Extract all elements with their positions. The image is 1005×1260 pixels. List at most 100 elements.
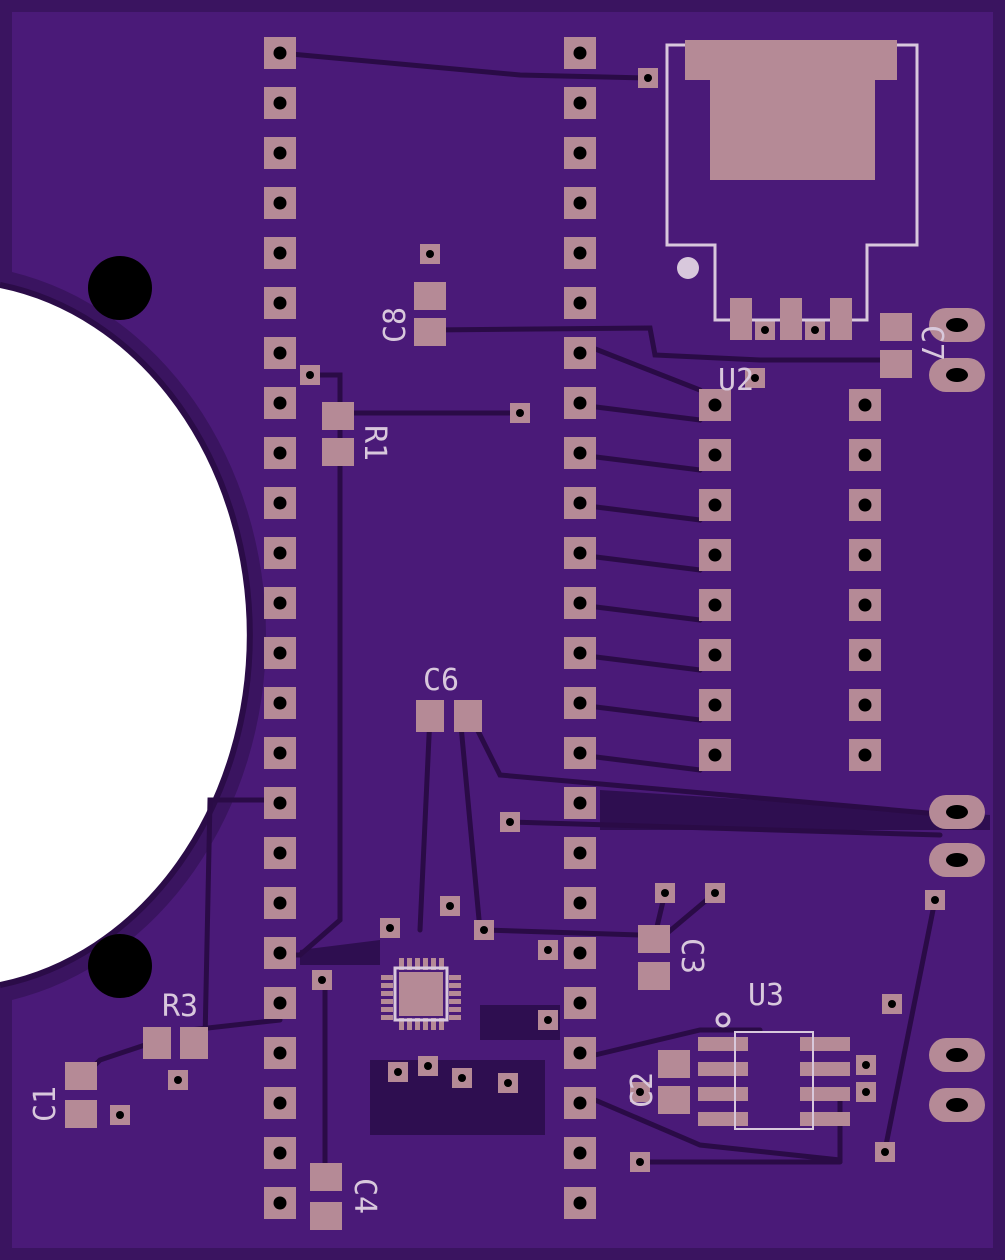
header-j1-pin-19-drill [273, 946, 287, 960]
header-j2-pin-23-drill [573, 1146, 587, 1160]
via-11-drill [931, 896, 939, 904]
label-c3: C3 [674, 938, 709, 974]
qfn-pad-bottom-6 [439, 1018, 444, 1030]
label-c4: C4 [347, 1178, 382, 1214]
header-j2-pin-19-drill [573, 946, 587, 960]
header-j2-pin-17-drill [573, 846, 587, 860]
u2-socket-right-pin-4-drill [858, 548, 872, 562]
via-20-drill [862, 1088, 870, 1096]
header-j2-pin-20-drill [573, 996, 587, 1010]
trace-via-right [507, 819, 943, 838]
header-j1-pin-23-drill [273, 1146, 287, 1160]
label-r1: R1 [357, 425, 392, 461]
edge-pad-1-drill [946, 318, 968, 332]
trace-right-vert [882, 897, 938, 1153]
u3-pin1-marker [715, 1012, 731, 1028]
mounting-hole-bottom [88, 934, 152, 998]
label-c1: C1 [28, 1086, 63, 1122]
header-j1-pin-3-drill [273, 146, 287, 160]
u2-socket-right-pin-3-drill [858, 498, 872, 512]
via-27-drill [116, 1111, 124, 1119]
u2-socket-left-pin-4-drill [708, 548, 722, 562]
c6-pad-2 [454, 700, 482, 732]
via-29-drill [881, 1148, 889, 1156]
via-24-drill [458, 1074, 466, 1082]
header-j1-pin-13-drill [273, 646, 287, 660]
header-j2-pin-15-drill [573, 746, 587, 760]
qfn-pad-right-3 [449, 991, 461, 996]
header-j1-pin-21-drill [273, 1046, 287, 1060]
via-19-drill [862, 1061, 870, 1069]
qfn-pad-left-6 [381, 1015, 393, 1020]
via-26-drill [174, 1076, 182, 1084]
via-17-drill [544, 1016, 552, 1024]
qfn-pad-right-4 [449, 999, 461, 1004]
u2-socket-left-pin-1-drill [708, 398, 722, 412]
u3-pad-right-3 [800, 1087, 850, 1101]
label-u3: U3 [748, 978, 784, 1013]
trace-c6-left [417, 712, 433, 933]
trace-c6-right [467, 712, 953, 818]
header-j1-pin-10-drill [273, 496, 287, 510]
header-j1-pin-12-drill [273, 596, 287, 610]
trace-top [277, 50, 651, 81]
header-j2-pin-14-drill [573, 696, 587, 710]
r1-pad-1 [322, 402, 354, 430]
via-12-drill [386, 924, 394, 932]
header-j1-pin-8-drill [273, 396, 287, 410]
label-c7: C7 [914, 325, 949, 361]
c4-pad-1 [310, 1163, 342, 1191]
header-j2-pin-7-drill [573, 346, 587, 360]
u2-socket-right-pin-2-drill [858, 448, 872, 462]
header-j2-pin-18-drill [573, 896, 587, 910]
qfn-pad-top-5 [431, 958, 436, 970]
qfn-pad-left-2 [381, 983, 393, 988]
label-u2: U2 [718, 363, 754, 398]
r1-pad-2 [322, 438, 354, 466]
qfn-pad-top-4 [423, 958, 428, 970]
via-13-drill [446, 902, 454, 910]
via-18-drill [888, 1000, 896, 1008]
header-j2-pin-9-drill [573, 446, 587, 460]
qfn-pad-right-6 [449, 1015, 461, 1020]
u2-socket-left-pin-6-drill [708, 648, 722, 662]
qfn-pad-bottom-4 [423, 1018, 428, 1030]
u3-pad-left-3 [698, 1087, 748, 1101]
u2-socket-left-pin-5-drill [708, 598, 722, 612]
u3-pad-left-1 [698, 1037, 748, 1051]
u2-socket-left-pin-7-drill [708, 698, 722, 712]
header-j2-pin-8-drill [573, 396, 587, 410]
c8-pad-1 [414, 282, 446, 310]
via-4-drill [516, 409, 524, 417]
header-j1-pin-5-drill [273, 246, 287, 260]
header-j2-pin-6-drill [573, 296, 587, 310]
c8-pad-2 [414, 318, 446, 346]
r3-pad-2 [180, 1027, 208, 1059]
c2-pad-1 [658, 1050, 690, 1078]
qfn-pad-top-1 [399, 958, 404, 970]
header-j1-pin-7-drill [273, 346, 287, 360]
header-j1-pin-17-drill [273, 846, 287, 860]
c3-pad-1 [638, 925, 670, 953]
via-23-drill [424, 1062, 432, 1070]
via-5-drill [751, 374, 759, 382]
via-28-drill [636, 1158, 644, 1166]
via-21-drill [636, 1088, 644, 1096]
header-j2-pin-2-drill [573, 96, 587, 110]
header-j1-pin-11-drill [273, 546, 287, 560]
header-j1-pin-16-drill [273, 796, 287, 810]
header-j1-pin-9-drill [273, 446, 287, 460]
qfn-pad-left-5 [381, 1007, 393, 1012]
label-c6: C6 [423, 663, 459, 698]
via-25-drill [504, 1079, 512, 1087]
qfn-pad-left-3 [381, 991, 393, 996]
header-j2-pin-12-drill [573, 596, 587, 610]
c2-pad-2 [658, 1086, 690, 1114]
edge-pad-6-drill [946, 1098, 968, 1112]
via-9-drill [661, 889, 669, 897]
header-j1-pin-18-drill [273, 896, 287, 910]
c7-pad-1 [880, 313, 912, 341]
u2-socket-right-pin-7-drill [858, 698, 872, 712]
via-8-drill [506, 818, 514, 826]
qfn-pad-top-3 [415, 958, 420, 970]
